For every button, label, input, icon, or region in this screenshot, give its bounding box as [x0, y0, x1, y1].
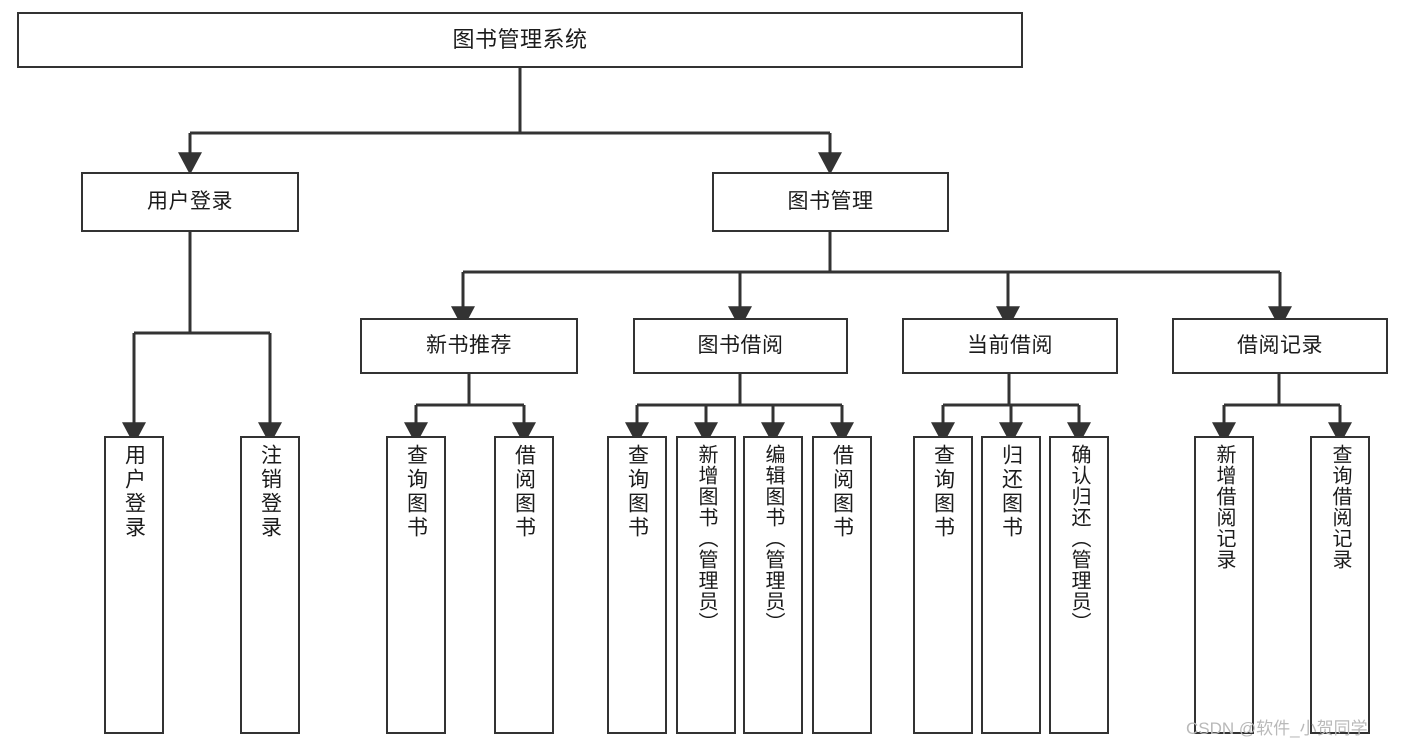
leaf-add-borrow-record[interactable]: 新增借阅记录 — [1194, 436, 1254, 734]
node-label: 查询图书 — [931, 444, 955, 540]
leaf-confirm-return[interactable]: 确认归还（管理员） — [1049, 436, 1109, 734]
node-label: 借阅记录 — [1237, 334, 1323, 358]
leaf-query-book-current[interactable]: 查询图书 — [913, 436, 973, 734]
leaf-borrow-book-recommend[interactable]: 借阅图书 — [494, 436, 554, 734]
watermark: CSDN @软件_小贺同学 — [1186, 719, 1368, 738]
leaf-return-book[interactable]: 归还图书 — [981, 436, 1041, 734]
node-label: 用户登录 — [147, 190, 233, 214]
node-label: 图书借阅 — [697, 334, 784, 358]
node-label: 用户登录 — [122, 444, 146, 540]
leaf-edit-book[interactable]: 编辑图书（管理员） — [743, 436, 803, 734]
node-user-login[interactable]: 用户登录 — [81, 172, 299, 232]
node-label: 借阅图书 — [830, 444, 854, 540]
leaf-add-book[interactable]: 新增图书（管理员） — [676, 436, 736, 734]
node-label: 新增图书（管理员） — [695, 444, 717, 633]
node-label: 查询图书 — [625, 444, 649, 540]
node-label: 查询图书 — [404, 444, 428, 540]
node-label: 新书推荐 — [426, 334, 512, 358]
node-label: 当前借阅 — [967, 334, 1053, 358]
node-label: 图书管理 — [787, 190, 874, 214]
leaf-logout-login[interactable]: 注销登录 — [240, 436, 300, 734]
node-label: 借阅图书 — [512, 444, 536, 540]
node-borrow-record[interactable]: 借阅记录 — [1172, 318, 1388, 374]
node-label: 查询借阅记录 — [1329, 444, 1351, 570]
leaf-borrow-book[interactable]: 借阅图书 — [812, 436, 872, 734]
node-label: 注销登录 — [258, 444, 282, 540]
node-label: 归还图书 — [999, 444, 1023, 540]
node-book-borrow[interactable]: 图书借阅 — [633, 318, 848, 374]
leaf-query-book-recommend[interactable]: 查询图书 — [386, 436, 446, 734]
node-root-system[interactable]: 图书管理系统 — [17, 12, 1023, 68]
leaf-user-login[interactable]: 用户登录 — [104, 436, 164, 734]
leaf-query-book-borrow[interactable]: 查询图书 — [607, 436, 667, 734]
node-label: 编辑图书（管理员） — [762, 444, 784, 633]
node-label: 新增借阅记录 — [1213, 444, 1235, 570]
node-book-management[interactable]: 图书管理 — [712, 172, 949, 232]
node-label: 图书管理系统 — [452, 26, 588, 52]
leaf-query-borrow-record[interactable]: 查询借阅记录 — [1310, 436, 1370, 734]
node-current-borrow[interactable]: 当前借阅 — [902, 318, 1118, 374]
node-label: 确认归还（管理员） — [1068, 444, 1090, 633]
node-new-book-recommend[interactable]: 新书推荐 — [360, 318, 578, 374]
